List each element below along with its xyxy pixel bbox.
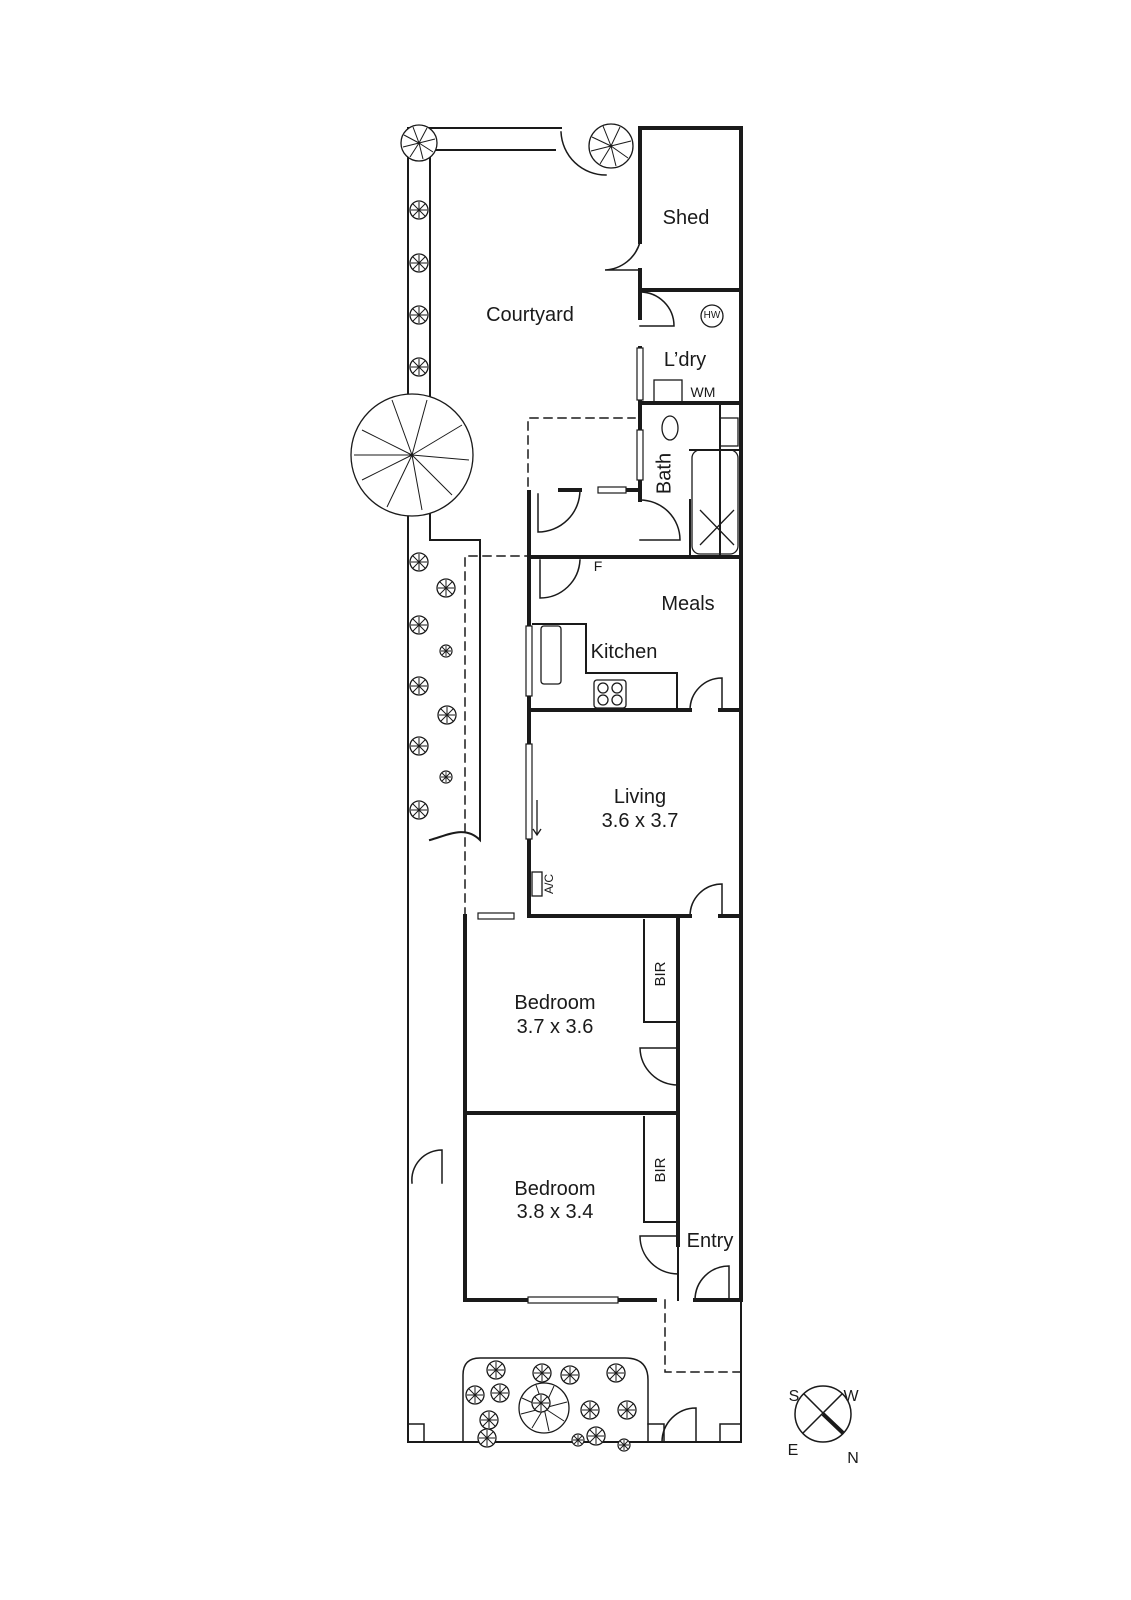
hot-water-unit-icon (700, 304, 724, 328)
windows (477, 347, 644, 1304)
compass-label-s: S (788, 1388, 800, 1405)
room-label-bedroom-1: Bedroom (514, 992, 596, 1014)
room-label-laundry: L’dry (663, 349, 707, 371)
fixture-label-air-conditioner: A/C (542, 874, 556, 895)
basin-icon (719, 417, 739, 447)
washing-machine-icon (653, 379, 683, 403)
compass-icon (794, 1385, 852, 1443)
room-label-living: Living (613, 786, 667, 808)
room-dims-bedroom-2: 3.8 x 3.4 (516, 1201, 594, 1223)
air-conditioner-icon (531, 871, 543, 897)
compass-label-n: N (847, 1450, 859, 1467)
sink-icon (540, 625, 562, 685)
dashed-outline (464, 417, 742, 1373)
internal-thin-lines (532, 402, 742, 1301)
cooktop-icon (593, 679, 627, 709)
tree-icon (400, 124, 438, 162)
compass-label-w: W (843, 1388, 859, 1405)
toilet-icon (661, 415, 679, 441)
room-label-meals: Meals (661, 593, 715, 615)
room-dims-bedroom-1: 3.7 x 3.6 (516, 1016, 594, 1038)
compass-label-e: E (787, 1442, 799, 1459)
room-label-courtyard: Courtyard (486, 304, 574, 326)
door-swings (411, 131, 730, 1443)
room-dims-living: 3.6 x 3.7 (601, 810, 679, 832)
fixture-label-fridge: F (593, 558, 603, 574)
fixture-label-hot-water: HW (703, 310, 721, 321)
room-label-bath: Bath (653, 452, 676, 495)
room-label-kitchen: Kitchen (590, 641, 658, 663)
fixture-label-washing-machine: WM (690, 384, 716, 400)
room-label-shed: Shed (662, 207, 710, 229)
tree-icon (588, 123, 634, 169)
fixtures (531, 304, 739, 897)
trees (350, 123, 634, 1434)
front-garden-bed (462, 1357, 649, 1443)
fixture-label-bir-1: BIR (652, 961, 669, 987)
room-label-bedroom-2: Bedroom (514, 1178, 596, 1200)
room-label-entry: Entry (686, 1230, 734, 1252)
sliding-door-arrow-icon (532, 800, 542, 837)
bathtub-icon (691, 449, 739, 555)
fixture-label-bir-2: BIR (652, 1157, 669, 1183)
front-piers (407, 1423, 742, 1443)
large-tree-icon (350, 393, 474, 517)
